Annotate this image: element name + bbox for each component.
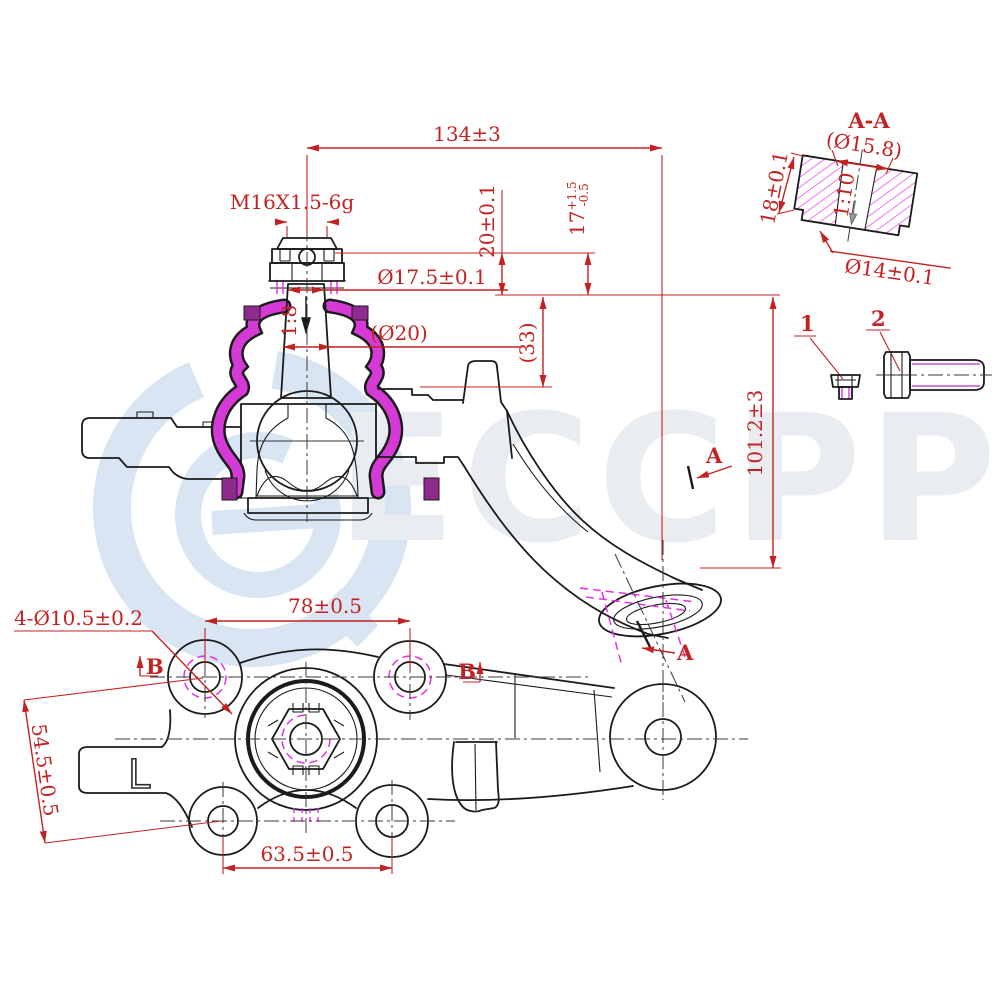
section-aa-bore-bottom: Ø14±0.1 [843, 254, 936, 290]
castle-nut [269, 237, 345, 282]
section-aa-title: A-A [847, 108, 890, 133]
part-callouts: 1 2 [794, 306, 992, 400]
rubber-boot [210, 298, 440, 501]
side-view-dimensions: 134±3 M16X1.5-6g 20±0.1 17+1.5-0.5 Ø17.5… [230, 122, 781, 665]
side-view-geometry [81, 226, 722, 703]
bottom-view-dimensions: 4-Ø10.5±0.2 78±0.5 63.5±0.5 54.5±0.5 B B [14, 594, 484, 874]
part1-label: 1 [800, 311, 815, 336]
dim-78: 78±0.5 [288, 594, 362, 618]
dim-63-5: 63.5±0.5 [260, 842, 353, 866]
dim-dia20: (Ø20) [370, 321, 427, 345]
grease-fitting [830, 374, 861, 400]
dim-33: (33) [515, 322, 539, 363]
bottom-view-geometry: L [78, 632, 748, 862]
watermark-brand-text: ECCPP [336, 377, 1000, 582]
dim-101-2: 101.2±3 [743, 390, 767, 477]
dim-17: 17+1.5-0.5 [565, 181, 591, 236]
dim-134: 134±3 [433, 122, 501, 146]
dim-dia17-5: Ø17.5±0.1 [377, 265, 487, 289]
hex-bolt [876, 351, 992, 399]
taper-1-8: 1:8 [277, 305, 301, 337]
view-b-right-label: B [458, 659, 476, 684]
section-a-upper-label: A [705, 443, 723, 468]
section-aa-bore-top: (Ø15.8) [824, 127, 903, 163]
part2-label: 2 [871, 306, 886, 331]
dim-holes: 4-Ø10.5±0.2 [14, 606, 143, 630]
dim-54-5: 54.5±0.5 [27, 722, 64, 818]
section-a-lower-label: A [676, 640, 694, 665]
view-b-left-label: B [146, 654, 164, 679]
dim-thread: M16X1.5-6g [230, 190, 354, 214]
stamp-letter: L [128, 752, 151, 798]
section-aa-height: 18±0.1 [755, 149, 793, 226]
dim-20: 20±0.1 [475, 184, 499, 258]
section-aa-view: A-A (Ø15.8) 18±0.1 1:10 Ø14±0.1 [755, 108, 951, 290]
